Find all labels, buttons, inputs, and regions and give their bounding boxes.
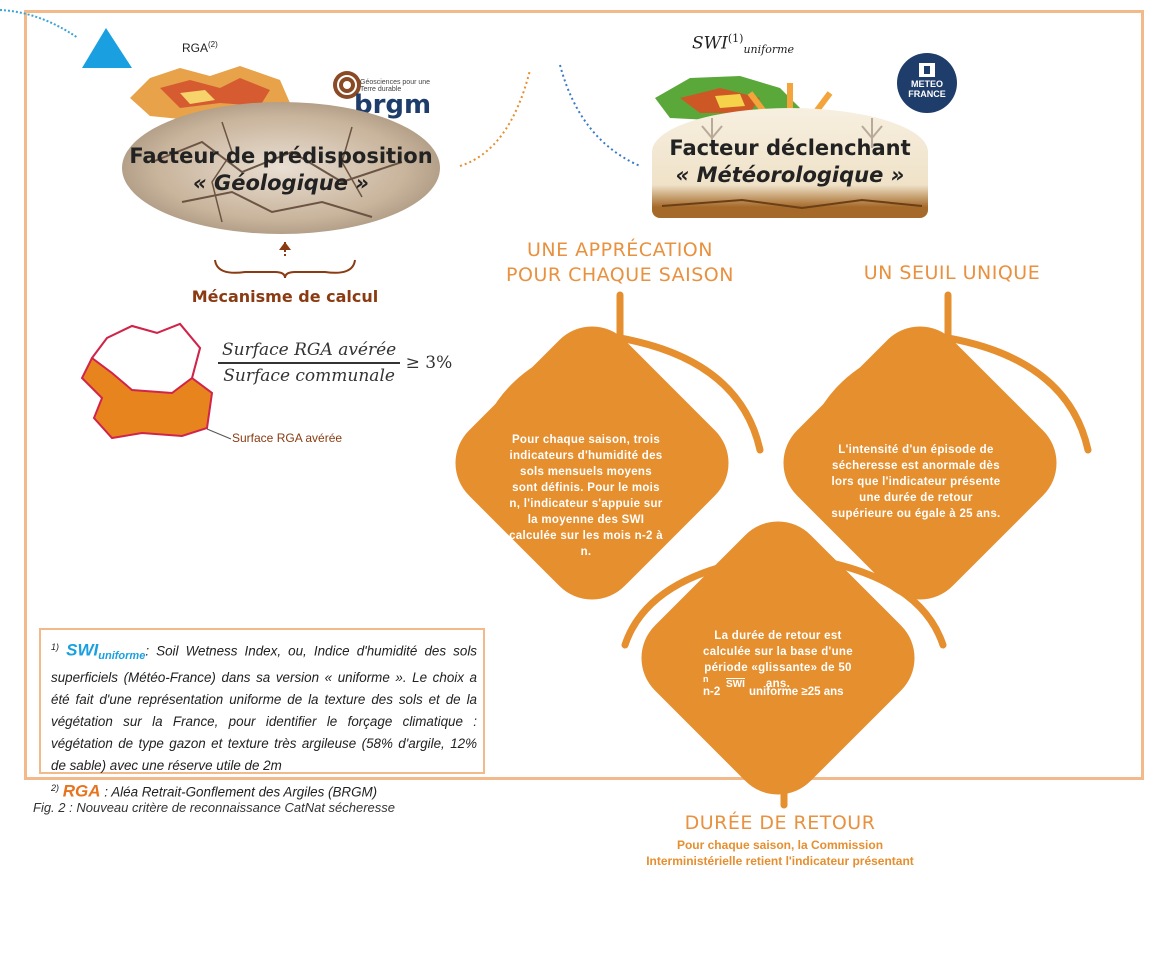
meteo-title-line2: « Météorologique » [675, 163, 905, 187]
brgm-tagline: Géosciences pour une Terre durable [360, 79, 431, 93]
formula-numerator: Surface RGA avérée [218, 340, 401, 364]
diamond-threshold-text: L'intensité d'un épisode de sécheresse e… [831, 444, 1001, 520]
tree-roots-icon [661, 118, 923, 210]
fn1-term: SWI [66, 640, 99, 660]
rga-label: RGA(2) [182, 40, 218, 55]
meteo-france-logo: METEO FRANCE [908, 79, 946, 99]
rga-formula: Surface RGA avérée Surface communale ≥ 3… [218, 340, 452, 386]
footnote-1: 1) SWIuniforme: Soil Wetness Index, ou, … [51, 640, 477, 774]
cracked-earth-icon [151, 121, 403, 223]
footnote-2: 2) RGA : Aléa Retrait-Gonflement des Arg… [51, 781, 378, 801]
return-subtitle: Pour chaque saison, la Commission Interm… [600, 837, 960, 869]
swi-label: SWI(1)uniforme [692, 32, 795, 57]
map-label: Surface RGA avérée [232, 431, 343, 445]
fn2-term: RGA [62, 781, 101, 801]
heading-season: UNE APPRÉCATION POUR CHAQUE SAISON [506, 239, 734, 286]
footnote-box: 1) SWIuniforme: Soil Wetness Index, ou, … [39, 628, 485, 801]
geology-title: Facteur de prédisposition « Géologique » [122, 143, 440, 197]
commune-map-icon [80, 322, 214, 440]
formula-denominator: Surface communale [223, 366, 395, 386]
meteo-title-line1: Facteur déclenchant [669, 136, 911, 160]
return-sub-line2: Interministérielle retient l'indicateur … [646, 854, 914, 868]
brgm-logo-icon [333, 71, 361, 99]
meteo-france-logo-icon [897, 53, 957, 113]
heading-threshold: UN SEUIL UNIQUE [863, 262, 1041, 284]
diamond-return-text: La durée de retour est calculée sur la b… [703, 630, 853, 690]
diamond-season-text: Pour chaque saison, trois indicateurs d'… [509, 434, 663, 558]
figure-frame [24, 10, 1144, 780]
connector-lines-icon [459, 64, 641, 167]
return-sub-line1: Pour chaque saison, la Commission [676, 838, 884, 852]
brace-arrow-icon [214, 242, 356, 279]
mechanism-label: Mécanisme de calcul [191, 287, 379, 306]
meteo-title: Facteur déclenchant « Météorologique » [652, 135, 928, 189]
figure-caption: Fig. 2 : Nouveau critère de reconnaissan… [33, 800, 396, 815]
pointer-line-icon [206, 428, 232, 440]
fn1-text: : Soil Wetness Index, ou, Indice d'humid… [51, 643, 477, 774]
fn2-text: : Aléa Retrait-Gonflement des Argiles (B… [104, 784, 378, 800]
geology-title-line2: « Géologique » [193, 171, 369, 195]
formula-threshold: ≥ 3% [405, 353, 453, 373]
fn1-term-sub: uniforme [98, 650, 146, 663]
pen-icon [0, 9, 132, 68]
heading-return: DURÉE DE RETOUR [684, 812, 876, 834]
geology-title-line1: Facteur de prédisposition [129, 144, 433, 168]
